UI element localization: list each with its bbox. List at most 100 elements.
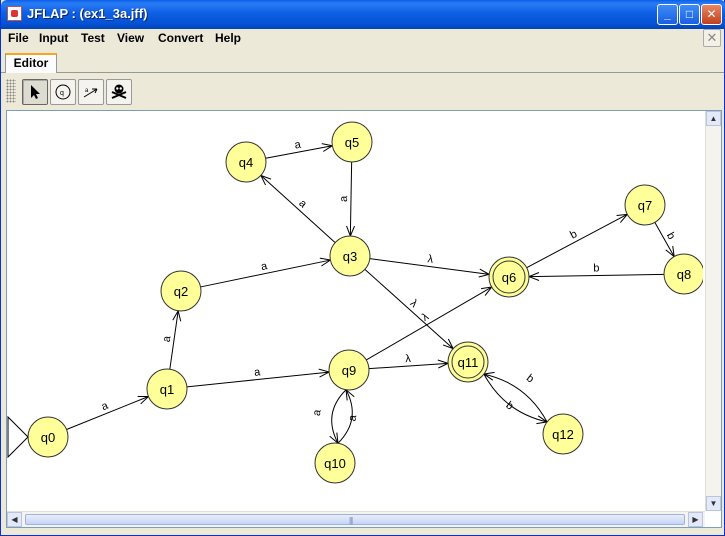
state-label: q8	[677, 267, 691, 282]
state-q11[interactable]: q11	[447, 341, 489, 383]
transition-line	[66, 396, 149, 430]
initial-state-marker	[7, 415, 29, 459]
tab-strip: Editor	[1, 49, 724, 73]
state-q1[interactable]: q1	[146, 368, 188, 410]
state-label: q1	[160, 382, 174, 397]
state-circle	[329, 235, 371, 277]
state-label: q5	[345, 135, 359, 150]
transition-line	[483, 373, 548, 423]
transition-q8-q6: b	[527, 262, 665, 281]
transition-label: a	[100, 399, 111, 413]
state-q7[interactable]: q7	[624, 184, 666, 226]
editor-toolbar: q a	[1, 73, 724, 107]
minimize-button[interactable]: _	[657, 4, 678, 25]
arrow-cursor-icon	[31, 85, 40, 99]
transition-label: a	[254, 366, 262, 379]
state-q10[interactable]: q10	[314, 442, 356, 484]
transition-line	[366, 286, 492, 361]
state-label: q4	[239, 155, 253, 170]
state-q3[interactable]: q3	[329, 235, 371, 277]
horizontal-scrollbar[interactable]: ◀ ||| ▶	[7, 511, 705, 527]
transition-label: b	[593, 262, 599, 274]
transition-line	[186, 371, 330, 388]
state-q2[interactable]: q2	[160, 270, 202, 312]
close-editor-icon[interactable]: ✕	[703, 29, 721, 47]
menu-view[interactable]: View	[117, 31, 145, 45]
skull-crossbones-icon	[111, 84, 127, 99]
state-q4[interactable]: q4	[225, 141, 267, 183]
menu-file[interactable]: File	[8, 31, 29, 45]
close-button[interactable]: ✕	[701, 4, 722, 25]
toolbar-grip[interactable]	[6, 79, 16, 103]
state-circle	[314, 442, 356, 484]
state-creator-tool[interactable]: q	[50, 79, 76, 105]
transition-arrowhead	[616, 213, 629, 223]
transition-label: a	[294, 138, 303, 151]
maximize-button[interactable]: □	[679, 4, 700, 25]
state-q0[interactable]: q0	[27, 416, 69, 458]
transition-line	[265, 145, 333, 159]
scroll-down-button[interactable]: ▼	[706, 496, 721, 511]
state-q8[interactable]: q8	[663, 253, 703, 295]
attribute-editor-tool[interactable]	[22, 79, 48, 105]
transition-label: b	[664, 230, 677, 241]
transition-label: a	[161, 334, 174, 343]
state-label: q3	[343, 249, 357, 264]
state-label: q6	[502, 270, 516, 285]
scroll-left-button[interactable]: ◀	[7, 512, 22, 527]
menu-bar: File Input Test View Convert Help	[1, 29, 724, 49]
transition-line	[169, 310, 179, 370]
transition-label: a	[338, 195, 350, 202]
transition-label: b	[568, 228, 579, 241]
transition-line	[369, 258, 490, 275]
transition-line	[337, 389, 353, 444]
transition-q11-q12: b	[483, 373, 549, 425]
title-bar[interactable]: JFLAP : (ex1_3a.jff) _ □ ✕	[1, 0, 725, 29]
state-q6[interactable]: q6	[488, 256, 530, 298]
menu-input[interactable]: Input	[39, 31, 69, 45]
state-circle	[328, 349, 370, 391]
horizontal-scroll-thumb[interactable]: |||	[25, 514, 685, 525]
state-circle	[542, 413, 584, 455]
transition-q0-q1: a	[66, 395, 150, 430]
transition-arrowhead	[480, 286, 493, 296]
window-title: JFLAP : (ex1_3a.jff)	[27, 6, 148, 21]
svg-text:a: a	[85, 88, 89, 94]
transition-label: λ	[427, 253, 435, 266]
transition-line	[331, 389, 347, 444]
scroll-thumb-grip: |||	[349, 516, 353, 525]
transition-line	[349, 161, 353, 237]
state-label: q12	[552, 427, 574, 442]
transition-arrow-icon: a	[83, 88, 98, 98]
menu-convert[interactable]: Convert	[158, 31, 204, 45]
state-label: q2	[174, 284, 188, 299]
transition-q7-q8: b	[654, 222, 677, 258]
tab-editor[interactable]: Editor	[5, 53, 57, 73]
scroll-right-button[interactable]: ▶	[688, 512, 703, 527]
transition-q3-q11: λ	[364, 268, 455, 350]
transition-line	[526, 213, 628, 269]
transition-label: λ	[408, 297, 420, 310]
transition-q9-q10: a	[311, 389, 347, 445]
vertical-scrollbar[interactable]: ▲ ▼	[705, 111, 721, 511]
transition-line	[528, 273, 665, 278]
state-circle	[663, 253, 703, 295]
state-q5[interactable]: q5	[331, 121, 373, 163]
transition-line	[483, 373, 548, 423]
transition-q3-q6: λ	[369, 253, 491, 278]
state-q12[interactable]: q12	[542, 413, 584, 455]
menu-help[interactable]: Help	[215, 31, 242, 45]
transition-line	[200, 259, 331, 288]
transition-q1-q2: a	[161, 309, 182, 370]
menu-test[interactable]: Test	[81, 31, 105, 45]
scroll-up-button[interactable]: ▲	[706, 111, 721, 126]
state-circle-icon: q	[55, 84, 71, 100]
deleter-tool[interactable]	[106, 79, 132, 105]
state-q9[interactable]: q9	[328, 349, 370, 391]
state-circle	[225, 141, 267, 183]
state-circle	[331, 121, 373, 163]
transition-creator-tool[interactable]: a	[78, 79, 104, 105]
transition-line	[364, 268, 454, 350]
